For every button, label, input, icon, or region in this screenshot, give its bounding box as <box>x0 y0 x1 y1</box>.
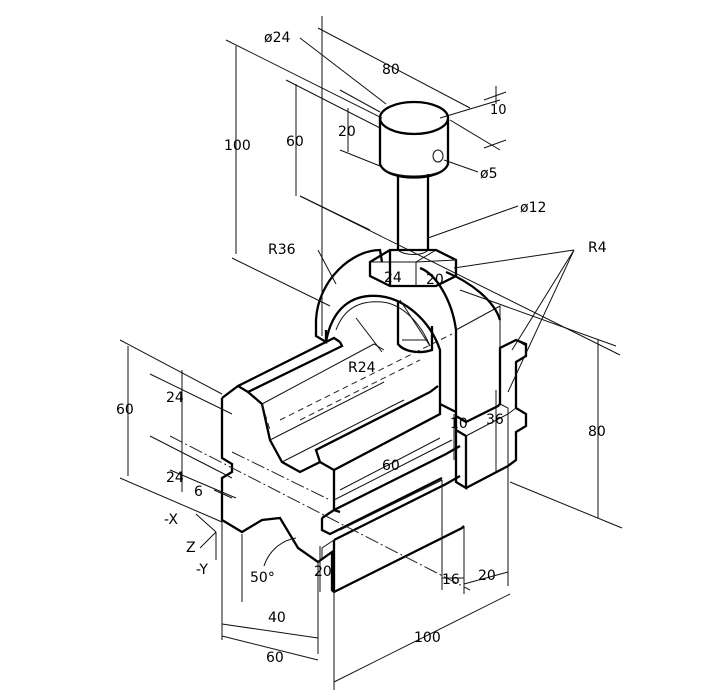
dim-24-block: 24 <box>384 270 402 286</box>
axis-neg-y: -Y <box>196 562 208 578</box>
dim-40: 40 <box>268 610 286 626</box>
dim-dia5: ø5 <box>480 166 497 182</box>
dim-10-mid: 10 <box>450 416 468 432</box>
bracket <box>454 338 528 491</box>
dim-r36: R36 <box>268 242 296 258</box>
dim-80-right: 80 <box>588 424 606 440</box>
dim-24-a: 24 <box>166 390 184 406</box>
dim-36: 36 <box>486 412 504 428</box>
arch <box>314 248 502 414</box>
dim-100-left: 100 <box>224 138 251 154</box>
dim-60-bottom: 60 <box>266 650 284 666</box>
axis-triad <box>195 513 217 560</box>
dimension-lines <box>127 27 599 683</box>
dim-24-b: 24 <box>166 470 184 486</box>
dim-60-center: 60 <box>382 458 400 474</box>
dim-100-bottom: 100 <box>414 630 441 646</box>
v-block-top-v-slot <box>247 385 439 474</box>
dim-10-top: 10 <box>490 103 507 118</box>
dim-dia12: ø12 <box>520 200 546 216</box>
dim-60-far-left: 60 <box>116 402 134 418</box>
v-block-front-face <box>220 398 335 593</box>
projection-lines <box>119 16 623 690</box>
dim-50deg: 50° <box>250 570 275 586</box>
top-block <box>368 248 458 288</box>
dim-16: 16 <box>442 572 460 588</box>
dimension-labels: ø24 80 10 20 60 100 ø5 ø12 R36 R4 24 20 … <box>116 30 607 666</box>
dim-20-low: 20 <box>314 564 332 580</box>
screw-rod <box>396 174 430 255</box>
axis-z: Z <box>186 540 196 556</box>
dim-dia24: ø24 <box>264 30 290 46</box>
dim-6: 6 <box>194 484 203 500</box>
dim-20-right: 20 <box>478 568 496 584</box>
dim-r4: R4 <box>588 240 607 256</box>
axis-neg-x: -X <box>164 512 178 528</box>
dim-20-cap: 20 <box>338 124 356 140</box>
v-block-left-ridge <box>237 341 344 394</box>
v-block <box>220 333 465 594</box>
dim-20-block: 20 <box>426 272 444 288</box>
dim-80-top: 80 <box>382 62 400 78</box>
v-block-top-left <box>221 336 341 399</box>
knob <box>378 100 450 179</box>
dim-60-left: 60 <box>286 134 304 150</box>
arch-outer <box>314 248 384 321</box>
dim-r24: R24 <box>348 360 376 376</box>
